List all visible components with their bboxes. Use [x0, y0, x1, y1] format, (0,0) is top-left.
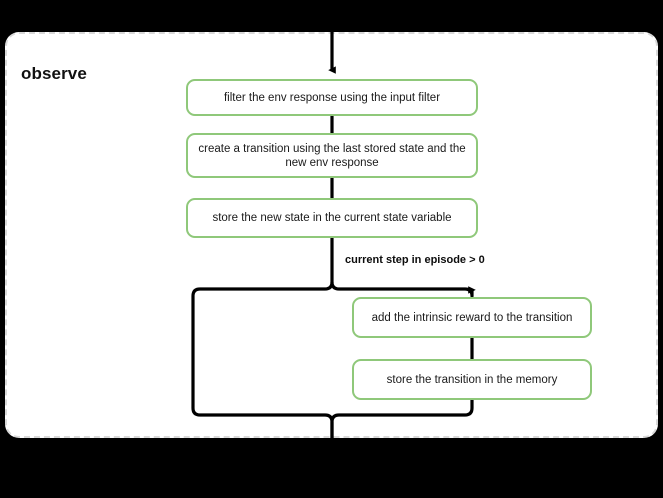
node-label: store the transition in the memory — [386, 373, 558, 386]
group-title: observe — [21, 64, 87, 83]
node-label: create a transition using the last store… — [198, 142, 466, 169]
node-filter-env-response[interactable]: filter the env response using the input … — [186, 79, 478, 116]
node-add-intrinsic-reward[interactable]: add the intrinsic reward to the transiti… — [352, 297, 592, 338]
node-label: store the new state in the current state… — [212, 212, 452, 224]
edge-condition-label: current step in episode > 0 — [345, 254, 485, 266]
node-store-new-state[interactable]: store the new state in the current state… — [186, 198, 478, 238]
node-store-transition-memory[interactable]: store the transition in the memory — [352, 359, 592, 400]
node-label: filter the env response using the input … — [223, 91, 441, 104]
node-label: add the intrinsic reward to the transiti… — [371, 311, 573, 324]
node-create-transition[interactable]: create a transition using the last store… — [186, 133, 478, 178]
